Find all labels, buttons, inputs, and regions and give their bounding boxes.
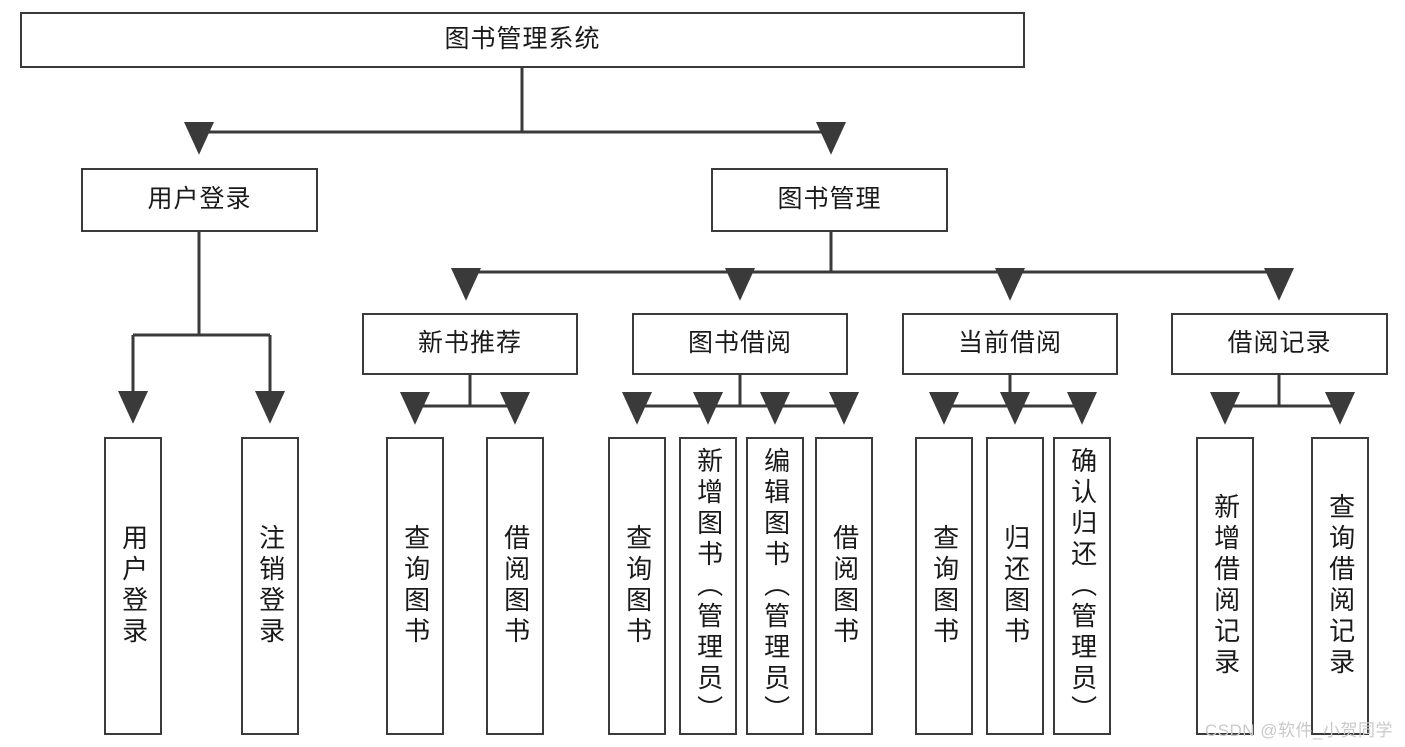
node-leaf-query-record-label: 查询借阅记录 bbox=[1325, 493, 1356, 679]
node-root[interactable]: 图书管理系统 bbox=[20, 12, 1025, 68]
node-borrow-record[interactable]: 借阅记录 bbox=[1171, 313, 1388, 375]
node-leaf-borrow-book-rec[interactable]: 借阅图书 bbox=[486, 437, 544, 735]
node-leaf-query-book-rec[interactable]: 查询图书 bbox=[386, 437, 444, 735]
node-leaf-logout-label: 注销登录 bbox=[255, 524, 286, 648]
node-leaf-return-book[interactable]: 归还图书 bbox=[986, 437, 1044, 735]
node-leaf-borrow-book-label: 借阅图书 bbox=[829, 524, 860, 648]
node-leaf-logout[interactable]: 注销登录 bbox=[241, 437, 299, 735]
root-to-level2-connectors bbox=[183, 68, 847, 155]
node-leaf-query-book-borrow[interactable]: 查询图书 bbox=[608, 437, 666, 735]
node-leaf-query-book-cur[interactable]: 查询图书 bbox=[915, 437, 973, 735]
node-leaf-query-book-cur-label: 查询图书 bbox=[929, 524, 960, 648]
node-leaf-edit-book-label: 编辑图书（管理员） bbox=[760, 446, 791, 726]
borrow-record-to-leaves-connectors bbox=[1209, 375, 1356, 425]
user-login-to-leaves-connectors bbox=[117, 232, 286, 424]
node-book-borrow[interactable]: 图书借阅 bbox=[632, 313, 848, 375]
node-user-login-label: 用户登录 bbox=[147, 185, 252, 214]
node-leaf-user-login[interactable]: 用户登录 bbox=[104, 437, 162, 735]
node-leaf-add-record-label: 新增借阅记录 bbox=[1210, 493, 1241, 679]
node-book-manage-label: 图书管理 bbox=[777, 185, 882, 214]
node-borrow-record-label: 借阅记录 bbox=[1227, 329, 1332, 358]
node-new-book-recommend[interactable]: 新书推荐 bbox=[362, 313, 578, 375]
node-book-borrow-label: 图书借阅 bbox=[687, 329, 792, 358]
node-leaf-return-book-label: 归还图书 bbox=[1000, 524, 1031, 648]
node-new-book-recommend-label: 新书推荐 bbox=[417, 329, 522, 358]
node-leaf-user-login-label: 用户登录 bbox=[118, 524, 149, 648]
node-leaf-add-record[interactable]: 新增借阅记录 bbox=[1196, 437, 1254, 735]
new-book-recommend-to-leaves-connectors bbox=[399, 375, 531, 425]
node-user-login[interactable]: 用户登录 bbox=[81, 168, 318, 232]
node-leaf-add-book-label: 新增图书（管理员） bbox=[693, 446, 724, 726]
current-borrow-to-leaves-connectors bbox=[928, 375, 1098, 425]
node-leaf-borrow-book[interactable]: 借阅图书 bbox=[815, 437, 873, 735]
node-leaf-borrow-book-rec-label: 借阅图书 bbox=[500, 524, 531, 648]
node-leaf-query-book-rec-label: 查询图书 bbox=[400, 524, 431, 648]
node-book-manage[interactable]: 图书管理 bbox=[711, 168, 948, 232]
book-manage-to-level3-connectors bbox=[450, 232, 1295, 301]
book-borrow-to-leaves-connectors bbox=[621, 375, 860, 425]
node-leaf-query-book-borrow-label: 查询图书 bbox=[622, 524, 653, 648]
csdn-watermark: CSDN @软件_小贺同学 bbox=[1204, 721, 1393, 740]
node-leaf-confirm-return[interactable]: 确认归还（管理员） bbox=[1053, 437, 1111, 735]
node-leaf-confirm-return-label: 确认归还（管理员） bbox=[1067, 446, 1098, 726]
node-current-borrow-label: 当前借阅 bbox=[957, 329, 1062, 358]
node-leaf-add-book[interactable]: 新增图书（管理员） bbox=[679, 437, 737, 735]
node-current-borrow[interactable]: 当前借阅 bbox=[902, 313, 1118, 375]
node-leaf-query-record[interactable]: 查询借阅记录 bbox=[1311, 437, 1369, 735]
node-leaf-edit-book[interactable]: 编辑图书（管理员） bbox=[746, 437, 804, 735]
node-root-label: 图书管理系统 bbox=[444, 25, 601, 54]
